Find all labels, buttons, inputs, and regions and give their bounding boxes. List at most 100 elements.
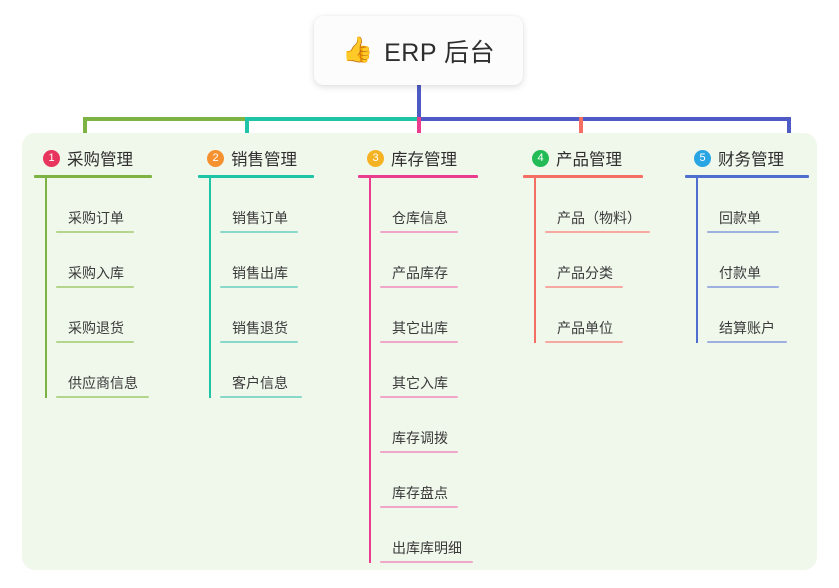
leaf-list-1: 采购订单 采购入库 采购退货 供应商信息 xyxy=(34,178,152,398)
list-item[interactable]: 采购入库 xyxy=(45,233,152,288)
leaf-list-5: 回款单 付款单 结算账户 xyxy=(685,178,809,343)
leaf-rule xyxy=(380,341,458,343)
root-node-content: 👍 ERP 后台 xyxy=(342,33,495,69)
leaf-rule xyxy=(220,231,298,233)
column-rule-1 xyxy=(34,175,152,178)
leaf-label: 产品分类 xyxy=(557,265,613,281)
thumbs-up-icon: 👍 xyxy=(341,36,374,64)
leaf-label: 付款单 xyxy=(719,265,761,281)
column-badge-1: 1 xyxy=(43,149,60,167)
list-item[interactable]: 产品单位 xyxy=(534,288,643,343)
column-spine-1 xyxy=(45,178,47,398)
leaf-label: 其它出库 xyxy=(392,320,448,336)
leaf-label: 采购退货 xyxy=(68,320,124,336)
leaf-rule xyxy=(707,341,787,343)
leaf-label: 产品单位 xyxy=(557,320,613,336)
leaf-rule xyxy=(545,286,623,288)
list-item[interactable]: 产品库存 xyxy=(369,233,478,288)
leaf-rule xyxy=(380,506,458,508)
column-rule-5 xyxy=(685,175,809,178)
column-header-2[interactable]: 2 销售管理 xyxy=(198,145,314,171)
column-spine-5 xyxy=(696,178,698,343)
leaf-rule xyxy=(220,286,298,288)
list-item[interactable]: 库存调拨 xyxy=(369,398,478,453)
list-item[interactable]: 出库库明细 xyxy=(369,508,478,563)
root-title: ERP 后台 xyxy=(384,38,496,67)
list-item[interactable]: 销售退货 xyxy=(209,288,314,343)
list-item[interactable]: 回款单 xyxy=(696,178,809,233)
leaf-label: 其它入库 xyxy=(392,375,448,391)
leaf-label: 库存盘点 xyxy=(392,485,448,501)
leaf-label: 出库库明细 xyxy=(392,540,462,556)
list-item[interactable]: 产品（物料） xyxy=(534,178,650,233)
leaf-label: 结算账户 xyxy=(719,320,775,336)
list-item[interactable]: 其它入库 xyxy=(369,343,478,398)
leaf-rule xyxy=(56,286,134,288)
column-rule-4 xyxy=(523,175,643,178)
column-title-4: 产品管理 xyxy=(556,151,622,169)
list-item[interactable]: 库存盘点 xyxy=(369,453,478,508)
list-item[interactable]: 供应商信息 xyxy=(45,343,152,398)
leaf-label: 仓库信息 xyxy=(392,210,448,226)
leaf-rule xyxy=(707,286,779,288)
leaf-rule xyxy=(545,231,650,233)
column-badge-2: 2 xyxy=(207,149,224,167)
list-item[interactable]: 付款单 xyxy=(696,233,809,288)
leaf-label: 产品库存 xyxy=(392,265,448,281)
leaf-rule xyxy=(56,396,149,398)
root-node[interactable]: 👍 ERP 后台 xyxy=(314,16,523,85)
column-purchasing: 1 采购管理 采购订单 采购入库 采购退货 供应商信息 xyxy=(34,145,152,398)
leaf-rule xyxy=(707,231,779,233)
list-item[interactable]: 销售订单 xyxy=(209,178,314,233)
list-item[interactable]: 销售出库 xyxy=(209,233,314,288)
column-header-1[interactable]: 1 采购管理 xyxy=(34,145,152,171)
leaf-label: 销售订单 xyxy=(232,210,288,226)
list-item[interactable]: 其它出库 xyxy=(369,288,478,343)
column-rule-2 xyxy=(198,175,314,178)
list-item[interactable]: 采购退货 xyxy=(45,288,152,343)
leaf-rule xyxy=(380,561,473,563)
list-item[interactable]: 仓库信息 xyxy=(369,178,478,233)
column-sales: 2 销售管理 销售订单 销售出库 销售退货 客户信息 xyxy=(198,145,314,398)
leaf-label: 采购入库 xyxy=(68,265,124,281)
list-item[interactable]: 产品分类 xyxy=(534,233,643,288)
column-inventory: 3 库存管理 仓库信息 产品库存 其它出库 其它入库 库存调拨 xyxy=(358,145,478,563)
leaf-rule xyxy=(380,451,458,453)
list-item[interactable]: 采购订单 xyxy=(45,178,152,233)
column-title-2: 销售管理 xyxy=(231,151,297,169)
column-spine-3 xyxy=(369,178,371,563)
column-finance: 5 财务管理 回款单 付款单 结算账户 xyxy=(685,145,809,343)
column-header-5[interactable]: 5 财务管理 xyxy=(685,145,809,171)
column-title-1: 采购管理 xyxy=(67,151,133,169)
column-badge-3: 3 xyxy=(367,149,384,167)
column-title-3: 库存管理 xyxy=(391,151,457,169)
leaf-rule xyxy=(56,231,134,233)
column-badge-4: 4 xyxy=(532,149,549,167)
leaf-rule xyxy=(220,396,302,398)
leaf-label: 库存调拨 xyxy=(392,430,448,446)
leaf-label: 回款单 xyxy=(719,210,761,226)
leaf-list-3: 仓库信息 产品库存 其它出库 其它入库 库存调拨 库存盘点 xyxy=(358,178,478,563)
leaf-label: 销售退货 xyxy=(232,320,288,336)
column-badge-5: 5 xyxy=(694,149,711,167)
leaf-rule xyxy=(380,396,458,398)
column-rule-3 xyxy=(358,175,478,178)
leaf-rule xyxy=(380,286,458,288)
column-title-5: 财务管理 xyxy=(718,151,784,169)
leaf-label: 客户信息 xyxy=(232,375,288,391)
leaf-rule xyxy=(380,231,458,233)
column-spine-4 xyxy=(534,178,536,343)
column-product: 4 产品管理 产品（物料） 产品分类 产品单位 xyxy=(523,145,650,343)
list-item[interactable]: 结算账户 xyxy=(696,288,809,343)
leaf-list-4: 产品（物料） 产品分类 产品单位 xyxy=(523,178,650,343)
column-header-3[interactable]: 3 库存管理 xyxy=(358,145,478,171)
leaf-label: 产品（物料） xyxy=(557,210,641,226)
leaf-list-2: 销售订单 销售出库 销售退货 客户信息 xyxy=(198,178,314,398)
leaf-rule xyxy=(56,341,134,343)
leaf-rule xyxy=(220,341,298,343)
list-item[interactable]: 客户信息 xyxy=(209,343,314,398)
diagram-panel xyxy=(22,133,817,570)
leaf-label: 供应商信息 xyxy=(68,375,138,391)
column-header-4[interactable]: 4 产品管理 xyxy=(523,145,643,171)
